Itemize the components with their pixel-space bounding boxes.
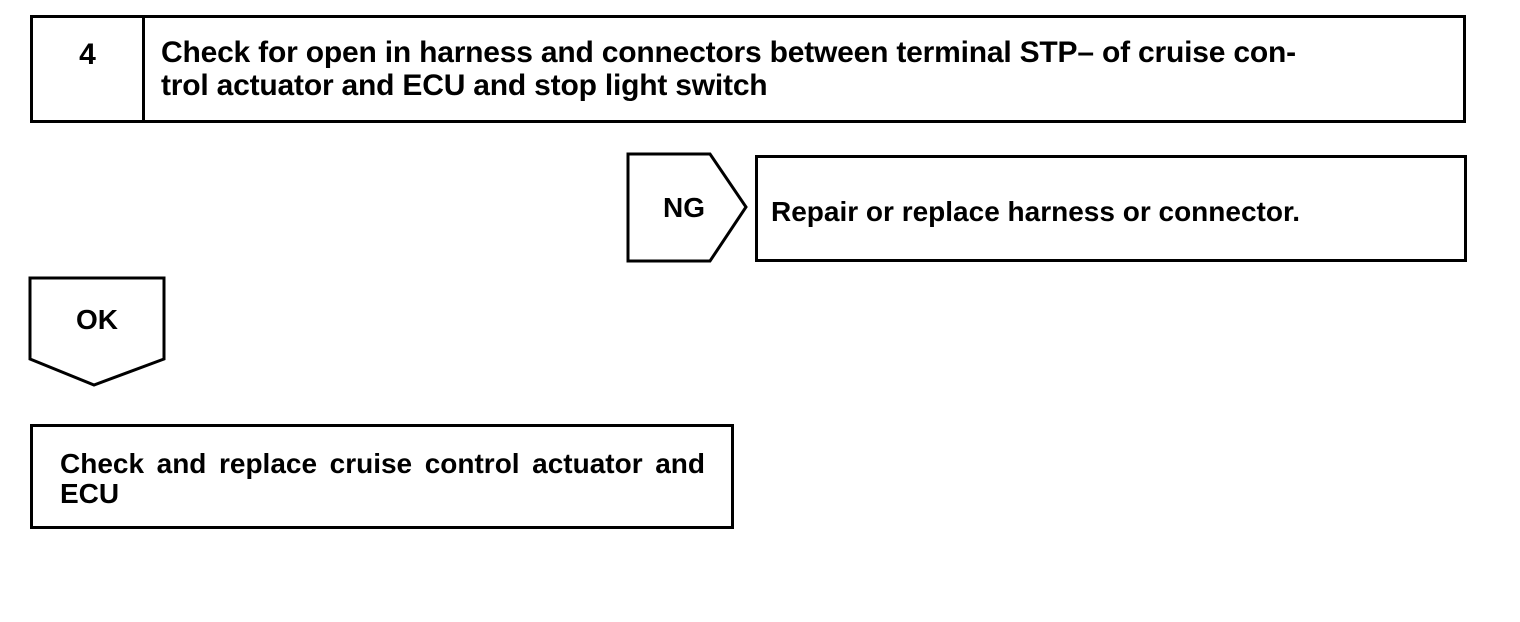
step-title: Check for open in harness and connectors… bbox=[161, 36, 1296, 102]
ok-label: OK bbox=[76, 304, 118, 335]
ng-result-text: Repair or replace harness or connector. bbox=[771, 196, 1301, 227]
final-action-box: Check and replace cruise control actuato… bbox=[30, 424, 734, 529]
step-number: 4 bbox=[79, 38, 96, 71]
ng-result-box: Repair or replace harness or connector. bbox=[755, 155, 1467, 262]
step-number-cell: 4 bbox=[33, 18, 145, 120]
step-header: 4 Check for open in harness and connecto… bbox=[30, 15, 1466, 123]
ng-label: NG bbox=[663, 192, 705, 223]
final-action-text: Check and replace cruise control actuato… bbox=[60, 448, 705, 509]
